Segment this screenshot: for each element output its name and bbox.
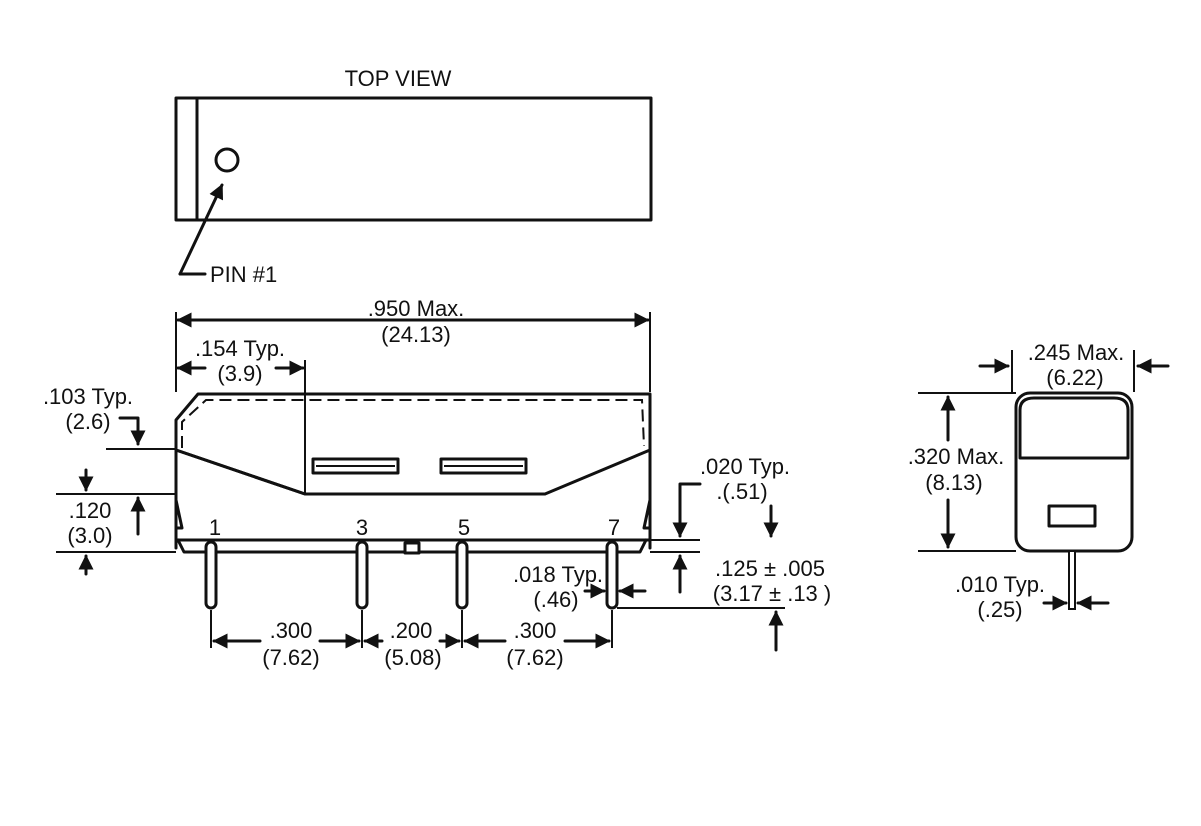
width-mm: (6.22) [1046, 365, 1103, 390]
chamfer-in: .103 Typ. [43, 384, 133, 409]
offset-mm: (3.9) [217, 361, 262, 386]
pin1-leader [178, 183, 224, 276]
dim-103-arrow [118, 416, 146, 446]
end-view-window [1047, 504, 1097, 528]
pin-3 [355, 540, 369, 610]
width-in: .245 Max. [1028, 340, 1125, 365]
top-view [174, 96, 653, 276]
lead-in: .010 Typ. [955, 572, 1045, 597]
spacing-2-in: .200 [390, 618, 433, 643]
height-in: .320 Max. [908, 444, 1005, 469]
pin1-marker [214, 147, 240, 173]
spacing-3-in: .300 [514, 618, 557, 643]
side-body-outline [174, 392, 652, 550]
pin-diameter-mm: (.46) [533, 587, 578, 612]
pin-5-label: 5 [458, 515, 470, 540]
pin-1-label: 1 [209, 515, 221, 540]
side-view [56, 312, 785, 652]
pin-5 [455, 540, 469, 610]
top-view-title: TOP VIEW [345, 66, 452, 91]
offset-in: .154 Typ. [195, 336, 285, 361]
spacing-1-in: .300 [270, 618, 313, 643]
spacing-3-mm: (7.62) [506, 645, 563, 670]
chamfer-mm: (2.6) [65, 409, 110, 434]
pin-diameter-in: .018 Typ. [513, 562, 603, 587]
center-nub [403, 541, 421, 555]
foot-in: .020 Typ. [700, 454, 790, 479]
spacing-2-mm: (5.08) [384, 645, 441, 670]
end-view [918, 350, 1170, 611]
end-view-lead [1068, 550, 1076, 610]
foot-left [174, 498, 184, 530]
label-plate-right [439, 457, 528, 475]
pin-1 [204, 540, 218, 610]
pin-length-mm: (3.17 ± .13 ) [713, 581, 831, 606]
side-chamfer-line [174, 448, 307, 496]
pin-3-label: 3 [356, 515, 368, 540]
overall-length-mm: (24.13) [381, 322, 451, 347]
overall-length-in: .950 Max. [368, 296, 465, 321]
lead-mm: (.25) [977, 597, 1022, 622]
standoff-in: .120 [69, 498, 112, 523]
side-body-hidden-line [181, 399, 645, 448]
pin-7 [605, 540, 619, 610]
pin-7-label: 7 [608, 515, 620, 540]
height-mm: (8.13) [925, 470, 982, 495]
label-plate-left [311, 457, 400, 475]
foot-mm: .(.51) [716, 479, 767, 504]
spacing-1-mm: (7.62) [262, 645, 319, 670]
standoff-mm: (3.0) [67, 523, 112, 548]
pin-length-in: .125 ± .005 [715, 556, 825, 581]
foot-right [642, 498, 652, 530]
end-view-cover [1018, 396, 1130, 460]
top-view-body [174, 96, 653, 222]
pin1-label: PIN #1 [210, 262, 277, 287]
